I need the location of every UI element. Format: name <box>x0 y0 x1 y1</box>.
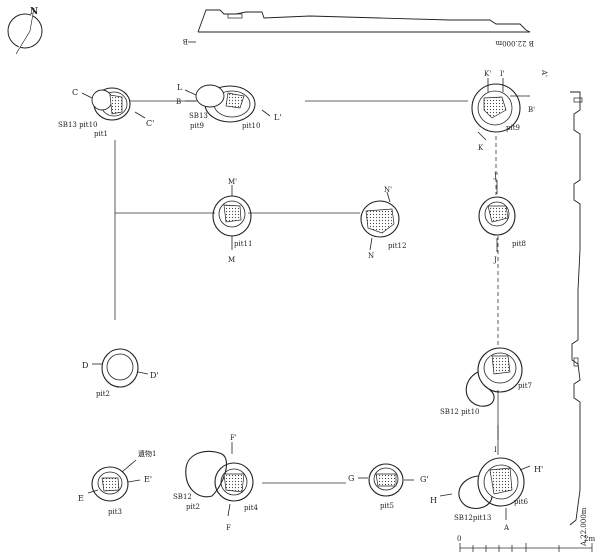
pit12-label: pit12 <box>388 242 406 250</box>
label-l2: L' <box>274 113 282 122</box>
label-a: A <box>503 524 510 532</box>
pit2-label: pit2 <box>96 390 110 398</box>
label-n: N <box>368 252 374 260</box>
pit7: I SB12 pit10 pit7 <box>440 347 532 454</box>
label-sb13pit10: SB13 pit10 <box>58 121 98 129</box>
label-artifact1: 遺物1 <box>138 449 156 458</box>
label-f2: F' <box>230 434 237 442</box>
label-m2: M' <box>228 178 237 186</box>
label-j: J <box>493 256 497 264</box>
label-sb12pit13: SB12pit13 <box>454 514 491 522</box>
label-k2: K' <box>484 70 491 78</box>
label-e2: E' <box>144 475 152 484</box>
scale-bar: 0 2m <box>457 535 595 552</box>
pit8-label: pit8 <box>512 240 526 248</box>
label-l: L <box>177 83 183 92</box>
label-j2: J' <box>493 172 499 180</box>
label-h: H <box>430 496 437 505</box>
label-g2: G' <box>420 475 429 484</box>
pit6-label: pit6 <box>514 498 529 506</box>
label-k: K <box>478 144 484 152</box>
label-b2: B' <box>528 106 535 114</box>
pit10: L L' B SB13 pit9 pit10 <box>176 83 282 130</box>
section-profile-a: A' A 22.000m <box>540 69 588 547</box>
north-arrow: N <box>7 7 43 55</box>
pit1-label: pit1 <box>94 130 108 138</box>
label-f: F <box>226 524 231 532</box>
label-b: B <box>183 37 188 45</box>
pit12: N' N pit12 <box>360 186 406 260</box>
pit6: H' H A SB12pit13 pit6 <box>430 457 543 532</box>
label-sb12pit10: SB12 pit10 <box>440 408 480 416</box>
scale-end: 2m <box>584 535 595 543</box>
north-label: N <box>30 7 38 17</box>
elev-top: B 22.000m <box>495 39 534 47</box>
pit11-label: pit11 <box>234 240 252 248</box>
label-e: E <box>78 494 84 503</box>
label-a2: A' <box>540 69 548 77</box>
label-b-pit10: B <box>176 98 181 106</box>
pit4: F' F SB12 pit2 pit4 <box>173 434 259 532</box>
pit2: D D' pit2 <box>82 348 159 398</box>
pit1: C C' SB13 pit10 pit1 <box>58 87 154 138</box>
label-sb13pit9: pit9 <box>190 122 204 130</box>
label-d2: D' <box>150 371 159 380</box>
section-profile-b: B B 22.000m <box>183 9 534 47</box>
label-d: D <box>82 361 88 370</box>
pit4-label: pit4 <box>244 504 259 512</box>
pit9: K' I' K B' pit9 <box>471 70 535 152</box>
label-n2: N' <box>384 186 392 194</box>
label-i: I <box>494 446 497 454</box>
pit8: J' J pit8 <box>478 172 526 264</box>
pit5-label: pit5 <box>380 502 394 510</box>
pit10-label: pit10 <box>242 122 260 130</box>
pit7-label: pit7 <box>518 382 532 390</box>
pit9-label: pit9 <box>506 124 520 132</box>
label-sb12: SB12 <box>173 493 192 501</box>
pit5: G G' pit5 <box>348 463 429 510</box>
pit11: M' M pit11 <box>212 178 252 264</box>
pit3: 遺物1 E E' pit3 <box>78 449 156 516</box>
label-i2: I' <box>500 70 505 78</box>
label-g: G <box>348 474 354 483</box>
label-h2: H' <box>534 465 543 474</box>
label-sb13: SB13 <box>189 112 208 120</box>
elev-right: A 22.000m <box>580 507 588 547</box>
scale-zero: 0 <box>457 535 461 543</box>
label-sb12pit2: pit2 <box>186 503 200 511</box>
label-c2: C' <box>146 119 154 128</box>
label-c: C <box>72 88 78 97</box>
label-m: M <box>228 256 235 264</box>
pit3-label: pit3 <box>108 508 122 516</box>
building-lines <box>114 100 499 484</box>
